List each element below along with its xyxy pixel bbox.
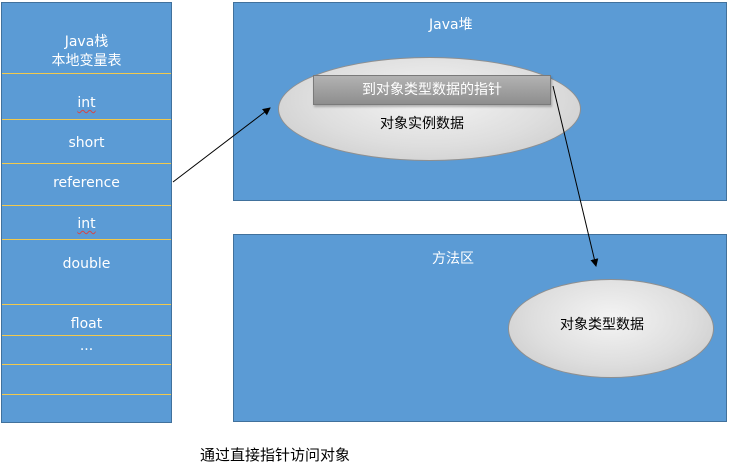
stack-slot-ellipsis: ... bbox=[79, 338, 94, 354]
stack-slot-reference: reference bbox=[53, 175, 120, 191]
java-heap-title: Java堆 bbox=[429, 17, 473, 33]
stack-slot-label: int bbox=[77, 95, 96, 111]
stack-divider bbox=[2, 205, 171, 206]
object-instance-ellipse bbox=[278, 57, 581, 161]
stack-slot-label: int bbox=[77, 216, 96, 232]
stack-slot-int: int bbox=[2, 216, 171, 232]
stack-divider bbox=[2, 364, 171, 365]
object-type-data-label: 对象类型数据 bbox=[560, 317, 644, 333]
stack-divider bbox=[2, 73, 171, 74]
stack-slot-double: double bbox=[62, 256, 111, 272]
stack-slot-float: float bbox=[70, 316, 103, 332]
stack-divider bbox=[2, 394, 171, 395]
type-pointer-bar: 到对象类型数据的指针 bbox=[313, 75, 551, 105]
reference-to-object-arrow bbox=[172, 107, 271, 183]
java-stack-title-line1: Java栈 bbox=[64, 34, 109, 50]
stack-divider bbox=[2, 239, 171, 240]
pointer-to-type-data-arrow bbox=[552, 85, 599, 267]
stack-divider bbox=[2, 163, 171, 164]
object-instance-label: 对象实例数据 bbox=[380, 116, 464, 132]
stack-slot-int: int bbox=[2, 95, 171, 111]
method-area-title: 方法区 bbox=[432, 251, 474, 267]
object-type-data-ellipse bbox=[508, 279, 714, 378]
java-stack-block: Java栈 本地变量表 int short reference int doub… bbox=[1, 2, 172, 423]
stack-divider bbox=[2, 335, 171, 336]
stack-divider bbox=[2, 304, 171, 305]
stack-slot-short: short bbox=[68, 135, 105, 151]
java-stack-title-line2: 本地变量表 bbox=[51, 53, 122, 69]
stack-divider bbox=[2, 119, 171, 120]
diagram-caption: 通过直接指针访问对象 bbox=[200, 446, 351, 464]
java-stack-title: Java栈 本地变量表 bbox=[2, 33, 171, 71]
